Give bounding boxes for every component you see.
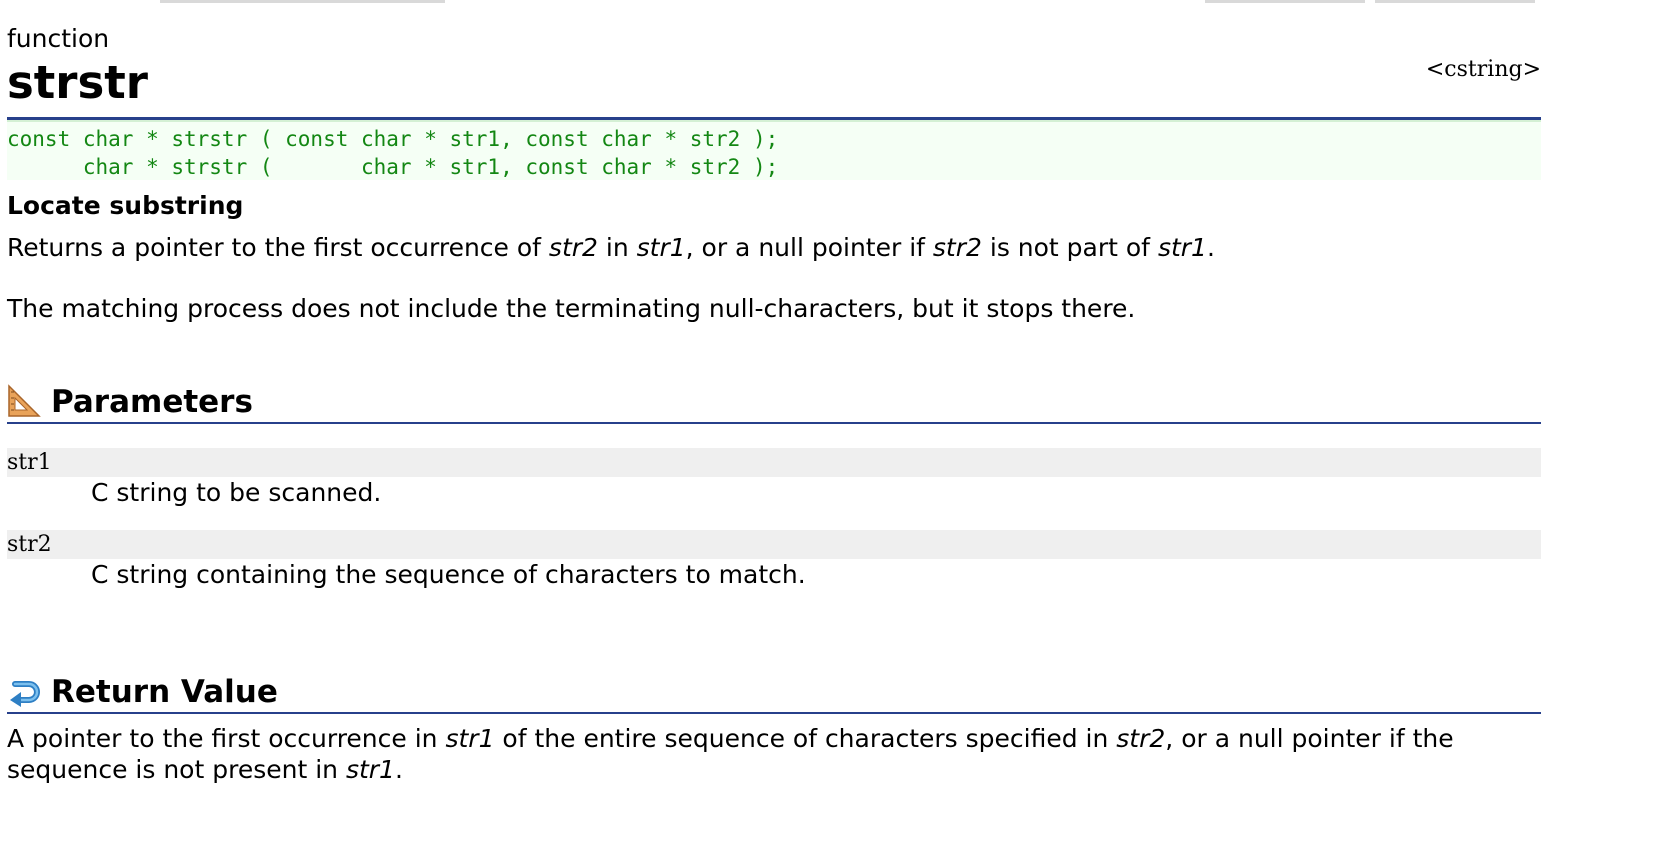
parameters-section-heading: Parameters — [7, 382, 1541, 424]
top-strip-segment — [1375, 0, 1535, 3]
top-strip-segment — [1205, 0, 1365, 3]
return-value-heading: Return Value — [51, 674, 278, 710]
text-run: . — [1206, 233, 1215, 262]
text-run: is not part of — [981, 233, 1158, 262]
param-ref: str1 — [345, 755, 395, 784]
parameters-heading: Parameters — [51, 384, 253, 420]
param-ref: str2 — [548, 233, 598, 262]
description-paragraph-2: The matching process does not include th… — [7, 294, 1136, 323]
param-ref: str2 — [1116, 724, 1166, 753]
text-run: , or a null pointer if — [685, 233, 933, 262]
browser-top-strip — [0, 0, 1674, 4]
param-desc-str1: C string to be scanned. — [91, 478, 382, 507]
text-run: Returns a pointer to the first occurrenc… — [7, 233, 549, 262]
text-run: of the entire sequence of characters spe… — [494, 724, 1117, 753]
prototype-line-nonconst: char * strstr ( char * str1, const char … — [7, 155, 779, 179]
param-desc-str2: C string containing the sequence of char… — [91, 560, 806, 589]
param-ref: str2 — [932, 233, 982, 262]
page-title: strstr — [7, 56, 148, 109]
param-name-str2: str2 — [7, 530, 1541, 559]
param-name-str1: str1 — [7, 448, 1541, 477]
return-value-text: A pointer to the first occurrence in str… — [7, 723, 1541, 785]
description-paragraph-1: Returns a pointer to the first occurrenc… — [7, 232, 1215, 263]
text-run: , or a null pointer if the sequence is n… — [7, 724, 1454, 784]
text-run: in — [597, 233, 637, 262]
param-ref: str1 — [636, 233, 686, 262]
prototype-box: const char * strstr ( const char * str1,… — [7, 120, 1541, 180]
text-run: A pointer to the first occurrence in — [7, 724, 446, 753]
title-divider — [7, 117, 1541, 120]
prototype-line-const: const char * strstr ( const char * str1,… — [7, 127, 779, 151]
short-description: Locate substring — [7, 191, 244, 220]
text-run: . — [394, 755, 403, 784]
set-square-ruler-icon — [8, 384, 41, 417]
param-ref: str1 — [445, 724, 495, 753]
entity-kind-label: function — [7, 24, 110, 53]
header-file-label: <cstring> — [1425, 57, 1541, 82]
param-ref: str1 — [1157, 233, 1207, 262]
return-arrow-icon — [10, 681, 40, 707]
return-value-section-heading: Return Value — [7, 672, 1541, 714]
top-strip-segment — [160, 0, 445, 3]
